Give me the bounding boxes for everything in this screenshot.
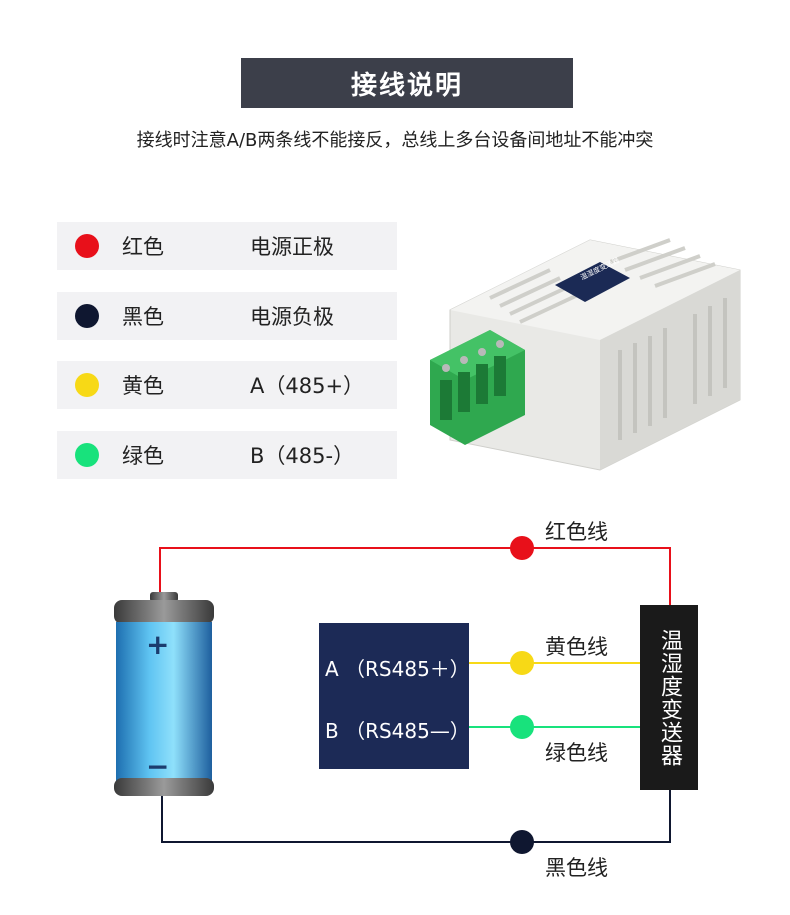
black-wire-dot	[510, 830, 534, 854]
green-dot-icon	[75, 443, 99, 467]
red-dot-icon	[75, 234, 99, 258]
battery-icon: + −	[114, 592, 214, 796]
black-wire	[161, 790, 671, 843]
page-title: 接线说明	[241, 58, 573, 108]
legend-color-name: 绿色	[122, 444, 164, 468]
legend-row-yellow: 黄色 A（485+）	[57, 361, 397, 409]
red-wire	[159, 547, 671, 606]
legend-row-green: 绿色 B（485-）	[57, 431, 397, 479]
legend-meaning: 电源正极	[250, 235, 334, 259]
legend-meaning: B（485-）	[250, 444, 355, 468]
legend-row-red: 红色 电源正极	[57, 222, 397, 270]
yellow-dot-icon	[75, 373, 99, 397]
legend-color-name: 黑色	[122, 305, 164, 329]
rs485-module: A （RS485＋） B （RS485—）	[319, 623, 470, 769]
transmitter-block: 温湿度变送器	[640, 605, 698, 790]
green-wire-label: 绿色线	[545, 741, 608, 765]
red-wire-dot	[510, 536, 534, 560]
legend-meaning: A（485+）	[250, 374, 365, 398]
legend-row-black: 黑色 电源负极	[57, 292, 397, 340]
battery-plus-mark: +	[146, 628, 169, 661]
battery-minus-mark: −	[146, 750, 169, 783]
pin-a-label: A （RS485＋）	[325, 657, 470, 681]
black-dot-icon	[75, 304, 99, 328]
pin-b-label: B （RS485—）	[325, 719, 470, 743]
yellow-wire-dot	[510, 651, 534, 675]
yellow-wire-label: 黄色线	[545, 635, 608, 659]
transmitter-device-photo: 温湿度变送器	[430, 238, 741, 471]
legend-color-name: 黄色	[122, 374, 164, 398]
red-wire-label: 红色线	[545, 520, 608, 544]
black-wire-label: 黑色线	[545, 856, 608, 880]
wiring-note: 接线时注意A/B两条线不能接反，总线上多台设备间地址不能冲突	[136, 130, 654, 151]
legend-color-name: 红色	[122, 235, 164, 259]
legend-meaning: 电源负极	[250, 305, 334, 329]
green-wire-dot	[510, 715, 534, 739]
